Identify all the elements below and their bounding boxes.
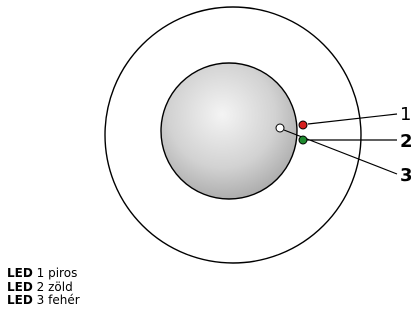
sensor-dome [160, 62, 298, 200]
callout-number-3: 3 [400, 165, 411, 186]
legend-prefix: LED [7, 266, 33, 280]
legend-number: 2 [36, 279, 45, 294]
led-legend: LED 1 piros LED 2 zöld LED 3 fehér [7, 266, 80, 308]
led-3-white [275, 123, 285, 133]
legend-row-led-3: LED 3 fehér [7, 293, 80, 308]
legend-prefix: LED [7, 293, 33, 307]
legend-color-name: piros [48, 266, 78, 280]
callout-line-1 [307, 113, 398, 125]
callout-number-2: 2 [400, 131, 411, 152]
legend-color-name: fehér [48, 293, 80, 307]
legend-number: 3 [36, 293, 45, 307]
legend-color-name: zöld [48, 279, 73, 294]
led-2-green [298, 135, 308, 145]
legend-prefix: LED [7, 279, 33, 294]
legend-number: 1 [36, 266, 45, 280]
led-1-red [298, 120, 308, 130]
legend-row-led-1: LED 1 piros [7, 266, 80, 281]
callout-number-1: 1 [400, 104, 411, 125]
legend-row-led-2: LED 2 zöld [7, 279, 80, 295]
